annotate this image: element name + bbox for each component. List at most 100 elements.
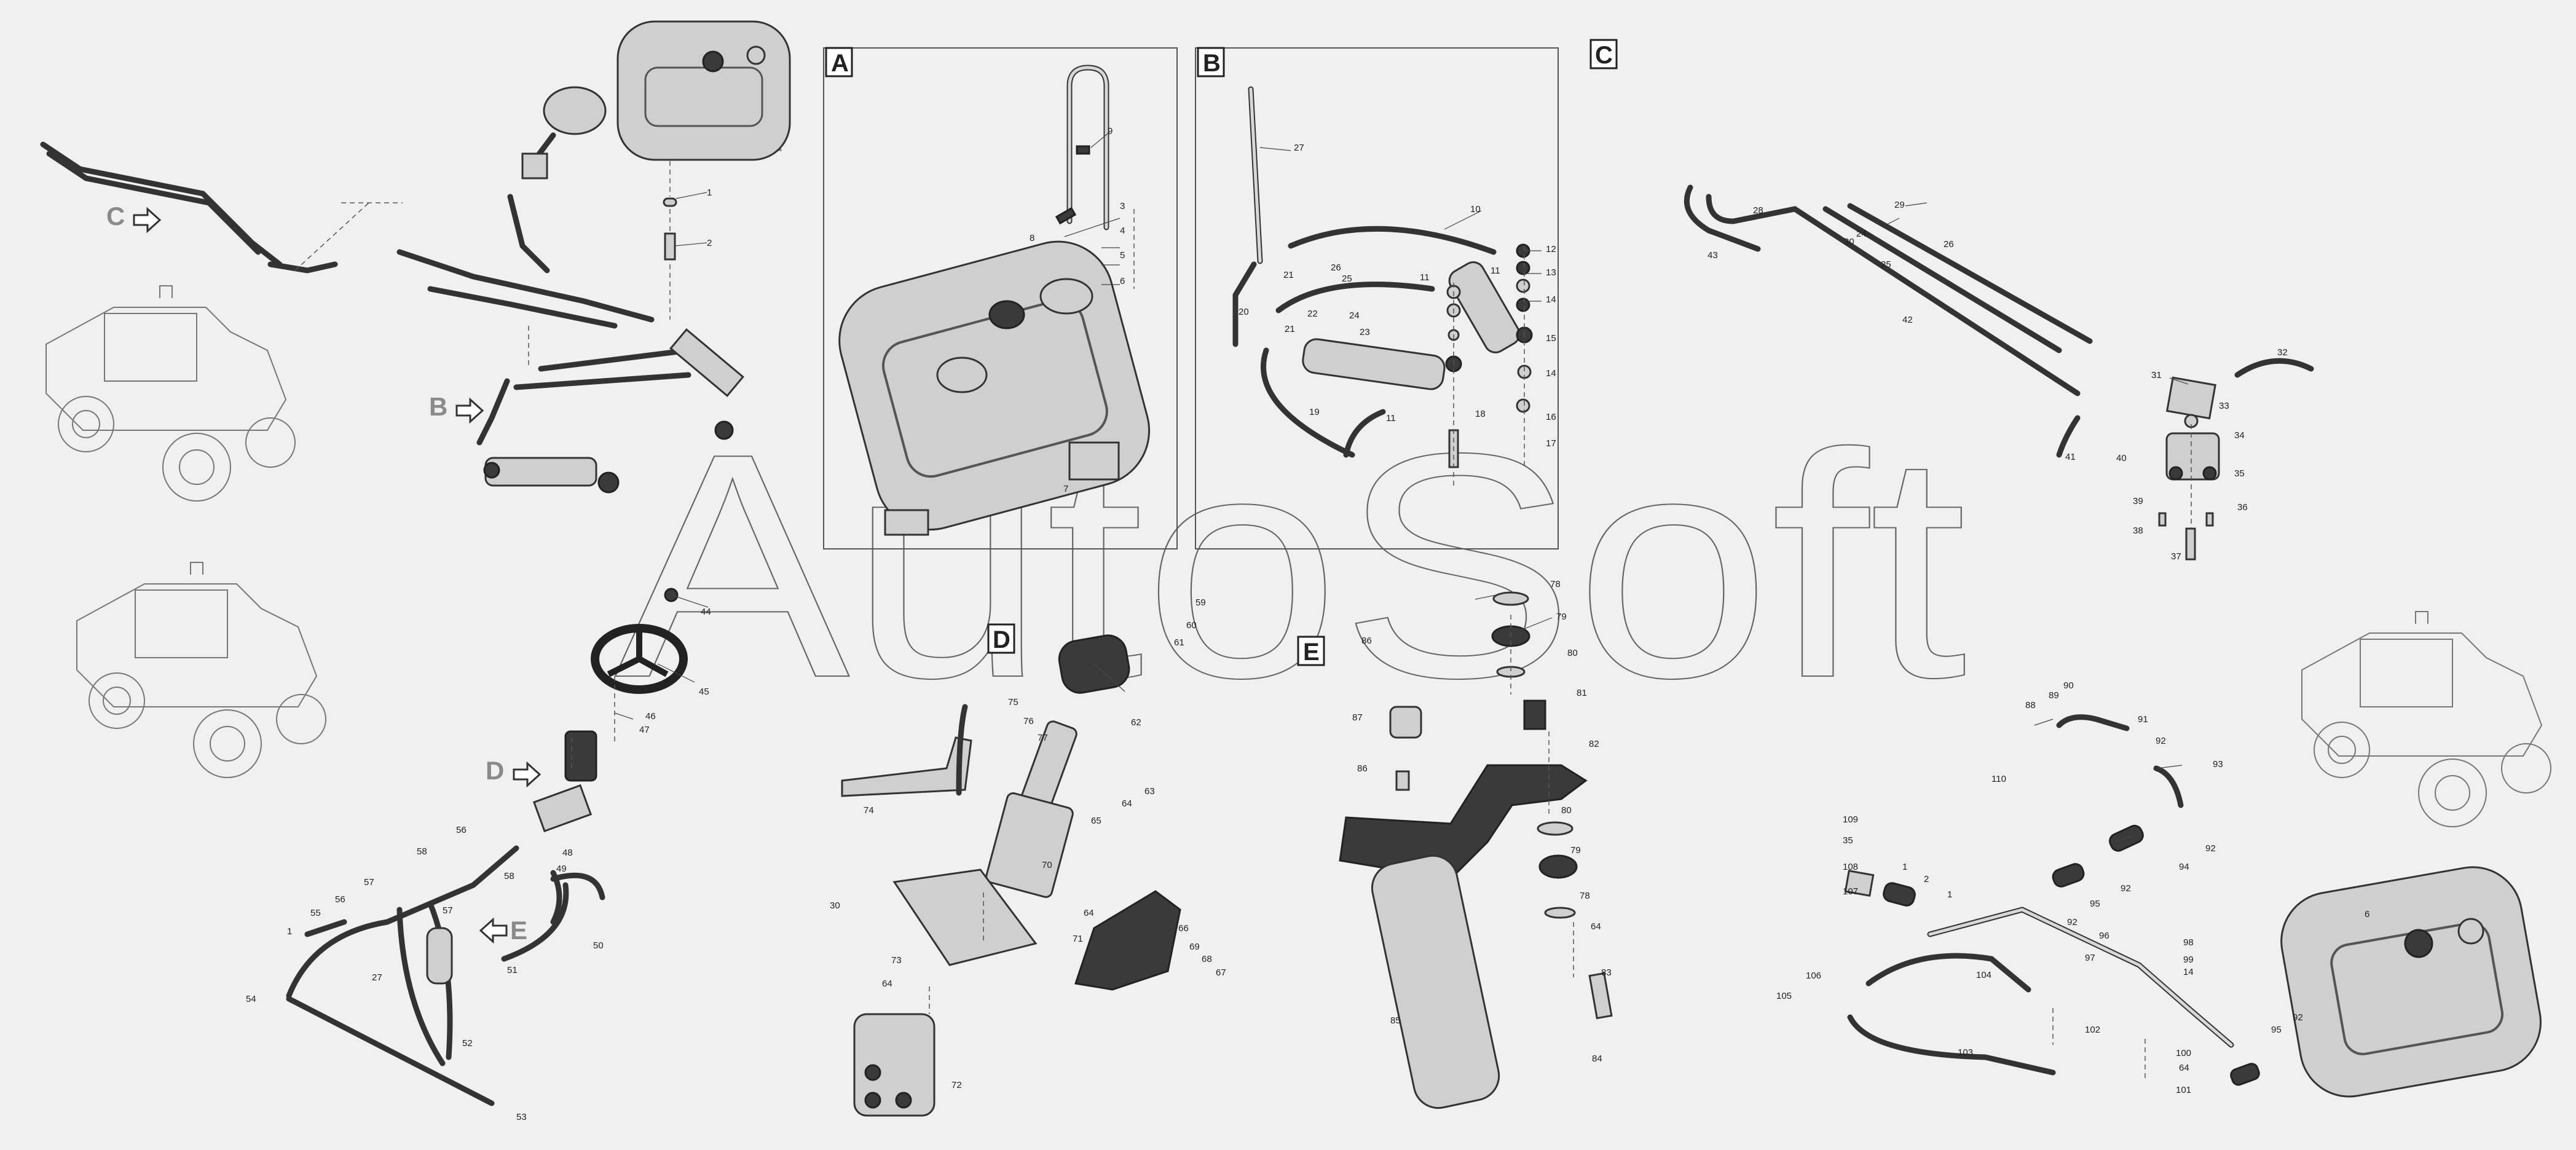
callout: 15 bbox=[1546, 333, 1556, 344]
svg-text:D: D bbox=[486, 756, 504, 785]
callout: 66 bbox=[1178, 923, 1189, 934]
pointer-arrow-d: D bbox=[486, 756, 542, 788]
callout: 40 bbox=[2116, 453, 2127, 463]
section-label-d: D bbox=[987, 623, 1015, 654]
callout: 29 bbox=[1894, 200, 1905, 210]
callout: 27 bbox=[1294, 143, 1304, 153]
callout: 76 bbox=[1023, 716, 1034, 727]
tractor-sketch-right bbox=[2301, 611, 2551, 827]
callout: 96 bbox=[2099, 931, 2109, 941]
callout: 70 bbox=[1042, 860, 1052, 870]
callout: 108 bbox=[1843, 862, 1858, 872]
callout: 27 bbox=[372, 972, 382, 983]
callout: 35 bbox=[2234, 468, 2245, 479]
callout: 49 bbox=[556, 864, 567, 874]
callout: 33 bbox=[2219, 401, 2229, 411]
section-label-c: C bbox=[1589, 39, 1618, 69]
callout: 69 bbox=[1189, 942, 1200, 952]
callout: 1 bbox=[1902, 862, 1907, 872]
callout: 6 bbox=[2365, 909, 2369, 920]
callout: 18 bbox=[1475, 409, 1486, 419]
callout: 68 bbox=[1202, 954, 1212, 964]
callout: 78 bbox=[1580, 891, 1590, 901]
callout: 44 bbox=[701, 607, 711, 617]
callout: 57 bbox=[364, 877, 374, 888]
svg-text:B: B bbox=[1203, 50, 1221, 77]
right-bottom-pipe-assembly bbox=[1844, 714, 2542, 1098]
pointer-arrow-e: E bbox=[479, 916, 527, 945]
callout: 52 bbox=[462, 1038, 473, 1049]
callout: 56 bbox=[456, 825, 467, 835]
callout: 89 bbox=[2049, 690, 2059, 701]
callout: 62 bbox=[1131, 717, 1141, 728]
callout: 43 bbox=[1707, 250, 1718, 261]
callout: 13 bbox=[1546, 267, 1556, 278]
callout: 64 bbox=[1122, 798, 1132, 809]
callout: 1 bbox=[1947, 889, 1952, 900]
callout: 25 bbox=[1342, 274, 1352, 284]
callout: 64 bbox=[882, 979, 892, 989]
svg-text:A: A bbox=[831, 50, 849, 77]
callout: 11 bbox=[1420, 272, 1430, 283]
callout: 78 bbox=[1550, 579, 1561, 589]
callout: 74 bbox=[864, 805, 874, 816]
callout: 59 bbox=[1195, 597, 1206, 608]
callout: 51 bbox=[507, 965, 518, 975]
leader-lines bbox=[614, 132, 2189, 843]
callout: 60 bbox=[1186, 620, 1197, 631]
callout: 94 bbox=[2179, 862, 2189, 872]
callout: 110 bbox=[1991, 774, 2006, 784]
callout: 4 bbox=[1120, 226, 1125, 236]
tractor-sketch-left-bottom bbox=[76, 562, 326, 778]
callout: 85 bbox=[1390, 1015, 1401, 1026]
callout: 38 bbox=[2133, 526, 2143, 536]
section-frame-a bbox=[823, 47, 1178, 549]
svg-text:E: E bbox=[1303, 639, 1320, 666]
section-label-e: E bbox=[1297, 636, 1325, 666]
callout: 79 bbox=[1570, 845, 1581, 856]
autosoft-watermark: AutoSoft bbox=[615, 387, 1968, 744]
callout: 50 bbox=[593, 940, 604, 951]
callout: 22 bbox=[1307, 309, 1318, 319]
callout: 1 bbox=[287, 926, 292, 937]
callout: 86 bbox=[1357, 763, 1368, 774]
callout: 48 bbox=[562, 848, 573, 858]
callout: 21 bbox=[1285, 324, 1295, 334]
callout: 67 bbox=[1216, 967, 1226, 978]
svg-text:E: E bbox=[510, 916, 527, 945]
callout: 20 bbox=[1239, 307, 1249, 317]
section-frame-b bbox=[1195, 47, 1559, 549]
pointer-arrow-b: B bbox=[429, 392, 484, 424]
callout: 25 bbox=[1881, 259, 1891, 270]
callout: 26 bbox=[1944, 239, 1954, 250]
callout: 31 bbox=[2151, 370, 2162, 380]
callout: 37 bbox=[2171, 551, 2181, 562]
section-e-filter-assembly bbox=[1339, 591, 1613, 1109]
callout: 88 bbox=[2025, 700, 2036, 711]
callout: 32 bbox=[2277, 347, 2288, 358]
callout: 5 bbox=[1120, 250, 1125, 261]
svg-text:D: D bbox=[993, 626, 1010, 653]
callout: 7 bbox=[1063, 484, 1068, 494]
top-left-hydraulic-cylinder bbox=[476, 328, 744, 494]
callout: 109 bbox=[1843, 814, 1858, 825]
callout: 98 bbox=[2183, 937, 2194, 948]
callout: 16 bbox=[1546, 412, 1556, 422]
callout: 12 bbox=[1546, 244, 1556, 254]
callout: 101 bbox=[2176, 1085, 2191, 1095]
callout: 47 bbox=[639, 725, 650, 735]
callout: 92 bbox=[2205, 843, 2216, 854]
callout: 19 bbox=[1309, 407, 1320, 417]
callout: 87 bbox=[1352, 712, 1363, 723]
callout: 24 bbox=[1349, 310, 1360, 321]
callout: 58 bbox=[504, 871, 514, 881]
callout: 14 bbox=[2183, 967, 2194, 977]
callout: 65 bbox=[1091, 816, 1101, 826]
callout: 24 bbox=[1856, 229, 1867, 239]
lower-left-steering-assembly bbox=[286, 588, 688, 1106]
callout: 6 bbox=[1120, 276, 1125, 286]
callout: 2 bbox=[1924, 874, 1929, 884]
callout: 8 bbox=[1030, 233, 1034, 243]
callout: 99 bbox=[2183, 955, 2194, 965]
callout: 11 bbox=[1491, 266, 1500, 276]
